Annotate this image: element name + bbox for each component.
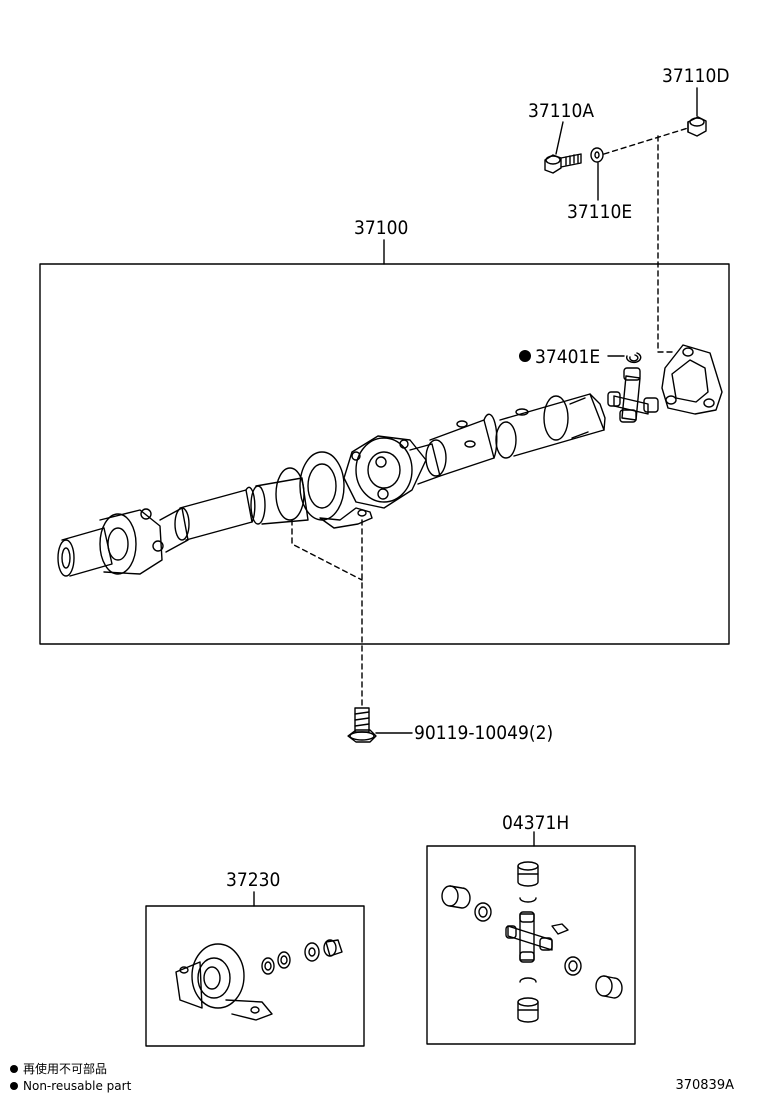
legend-zh: 再使用不可部品 — [10, 1062, 107, 1076]
reference-code: 370839A — [675, 1078, 734, 1093]
center-support-bearing — [275, 451, 373, 529]
box-37230 — [145, 905, 365, 1047]
label-37110e: 37110E — [567, 201, 632, 223]
label-04371h: 04371H — [502, 812, 569, 834]
bolt-37110a — [544, 153, 582, 174]
label-37110d: 37110D — [662, 65, 730, 87]
label-37100: 37100 — [354, 217, 408, 239]
spider-cross-right — [607, 367, 659, 423]
assembly-box-37100 — [39, 263, 730, 645]
spider-kit-04371h — [441, 861, 623, 1023]
washers-37230 — [261, 939, 343, 975]
label-37110a: 37110A — [528, 100, 594, 122]
front-slip-yoke — [57, 527, 113, 577]
bolt-90119 — [347, 707, 377, 743]
front-shaft-tube — [174, 477, 309, 541]
bullet-icon — [10, 1082, 18, 1090]
flange-yoke — [661, 344, 723, 415]
rear-shaft-tube — [495, 393, 606, 459]
non-reusable-marker-icon — [519, 350, 531, 362]
label-37230: 37230 — [226, 869, 280, 891]
legend-zh-text: 再使用不可部品 — [23, 1062, 108, 1076]
nut-37110d — [687, 116, 707, 137]
legend-en-text: Non-reusable part — [23, 1079, 132, 1093]
snap-ring-37401e — [626, 352, 642, 364]
label-37401e: 37401E — [535, 346, 600, 368]
center-universal-joint — [343, 435, 441, 509]
support-bearing-37230 — [175, 943, 273, 1021]
box-04371h — [426, 845, 636, 1045]
legend-en: Non-reusable part — [10, 1079, 131, 1093]
bullet-icon — [10, 1065, 18, 1073]
middle-shaft-tube — [425, 413, 498, 477]
washer-37110e — [590, 147, 604, 163]
label-90119-10049: 90119-10049(2) — [414, 722, 553, 744]
